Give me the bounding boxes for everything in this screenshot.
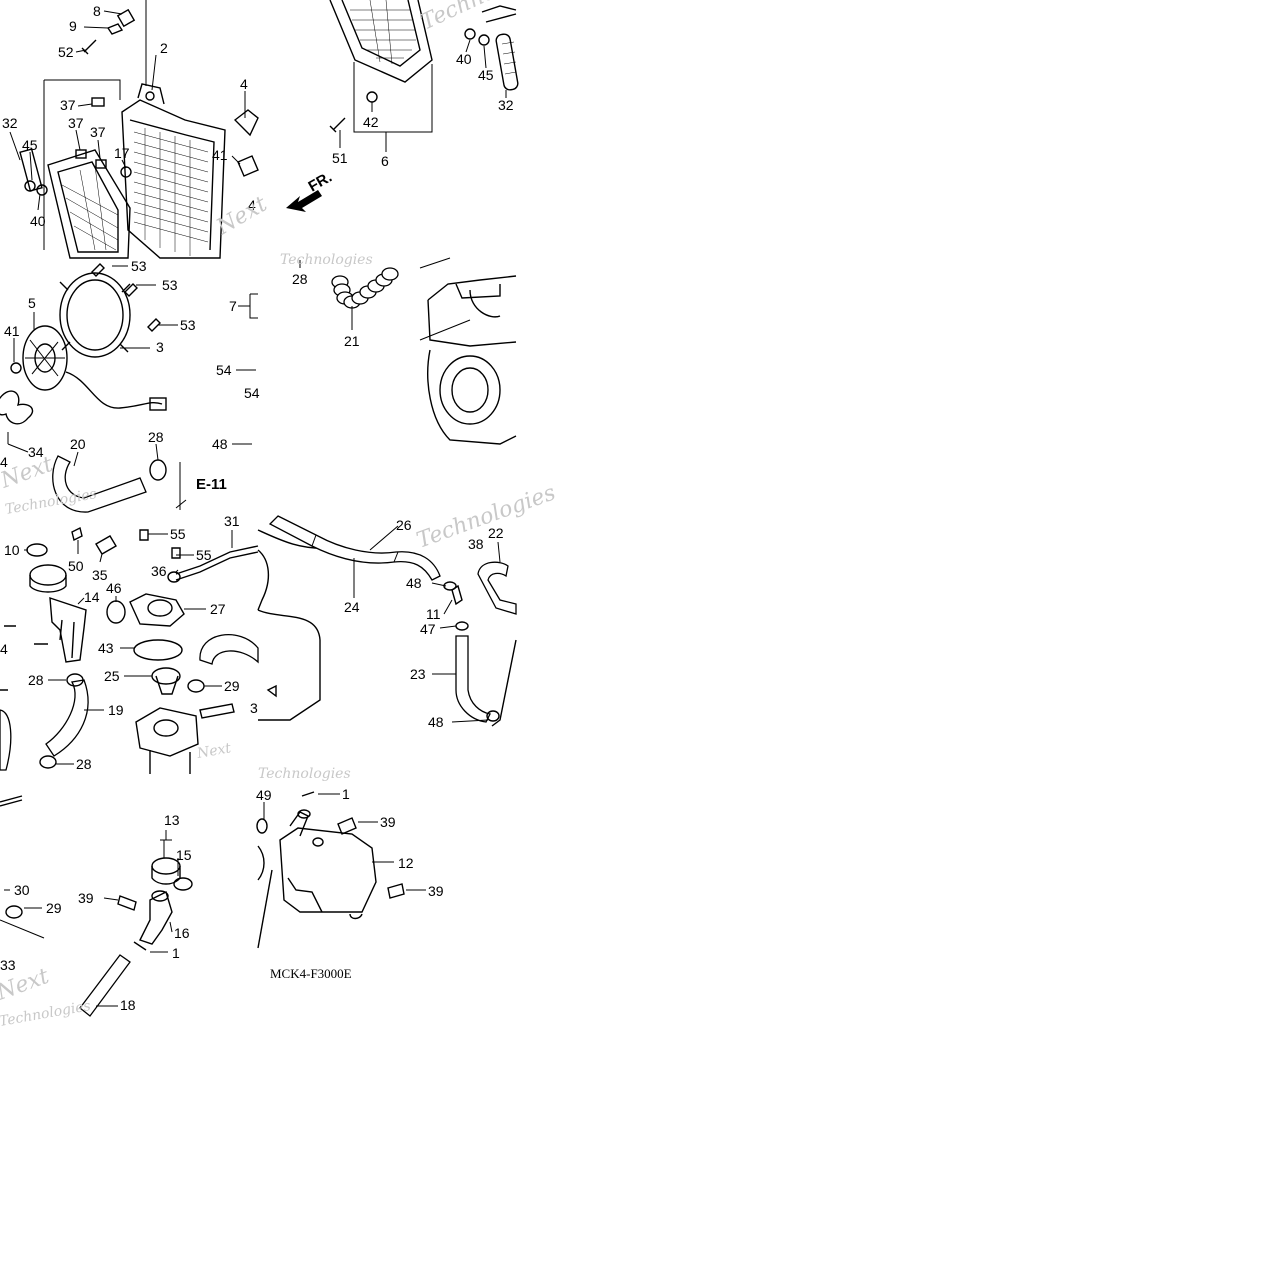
callout-55: 55 bbox=[170, 526, 186, 542]
callout-32: 32 bbox=[2, 115, 18, 131]
callout-39: 39 bbox=[428, 883, 444, 899]
front-direction-label: FR. bbox=[306, 169, 335, 196]
callout-28: 28 bbox=[292, 271, 308, 287]
callout-4: 4 bbox=[0, 454, 8, 470]
callout-22: 22 bbox=[488, 525, 504, 541]
watermark: Next bbox=[195, 740, 233, 762]
callout-6: 6 bbox=[381, 153, 389, 169]
diagram-code: MCK4-F3000E bbox=[270, 966, 352, 981]
callout-10: 10 bbox=[4, 542, 20, 558]
callout-51: 51 bbox=[332, 150, 348, 166]
callout-30: 30 bbox=[14, 882, 30, 898]
callout-11: 11 bbox=[426, 606, 441, 622]
callout-1: 1 bbox=[342, 786, 350, 802]
callout-7: 7 bbox=[229, 298, 237, 314]
radiator-assembly: 8 9 52 2 4 37 37 37 32 45 40 17 41 4 Nex… bbox=[2, 0, 272, 259]
callout-41: 41 bbox=[4, 323, 20, 339]
callout-32: 32 bbox=[498, 97, 514, 113]
callout-13: 13 bbox=[164, 812, 180, 828]
callout-8: 8 bbox=[93, 3, 101, 19]
callout-14: 14 bbox=[84, 589, 100, 605]
watermark: Technologies bbox=[280, 252, 373, 268]
watermark: Next bbox=[0, 452, 56, 494]
callout-9: 9 bbox=[69, 18, 77, 34]
callout-43: 43 bbox=[98, 640, 114, 656]
callout-47: 47 bbox=[420, 621, 436, 637]
callout-36: 36 bbox=[151, 563, 167, 579]
filler-neck-assembly: 13 15 30 29 39 16 1 33 18 Next Technolog… bbox=[0, 795, 193, 1030]
callout-25: 25 bbox=[104, 668, 120, 684]
callout-23: 23 bbox=[410, 666, 426, 682]
callout-4: 4 bbox=[248, 197, 256, 213]
engine-overflow-hose: 28 21 Technologies bbox=[280, 252, 517, 445]
callout-18: 18 bbox=[120, 997, 136, 1013]
callout-33: 33 bbox=[0, 957, 16, 973]
callout-17: 17 bbox=[114, 145, 130, 161]
callout-37: 37 bbox=[90, 124, 106, 140]
reserve-tank-assembly: 49 1 39 12 39 MCK4-F3000E Technologies bbox=[256, 766, 444, 981]
callout-31: 31 bbox=[224, 513, 240, 529]
callout-50: 50 bbox=[68, 558, 84, 574]
callout-42: 42 bbox=[363, 114, 379, 130]
callout-48: 48 bbox=[406, 575, 422, 591]
watermark: Next bbox=[212, 192, 272, 241]
radiator-shroud: FR. 40 45 32 42 51 6 Technologies bbox=[286, 0, 560, 212]
callout-48: 48 bbox=[212, 436, 228, 452]
callout-54: 54 bbox=[216, 362, 232, 378]
callout-3: 3 bbox=[250, 700, 258, 716]
callout-20: 20 bbox=[70, 436, 86, 452]
reference-box-label: E-11 bbox=[196, 476, 227, 493]
thermostat-assembly: 10 50 35 55 55 31 36 46 14 27 43 4 25 28… bbox=[0, 513, 259, 774]
callout-28: 28 bbox=[148, 429, 164, 445]
callout-2: 2 bbox=[160, 40, 168, 56]
callout-37: 37 bbox=[60, 97, 76, 113]
callout-1: 1 bbox=[172, 945, 180, 961]
callout-27: 27 bbox=[210, 601, 226, 617]
callout-45: 45 bbox=[478, 67, 494, 83]
callout-28: 28 bbox=[76, 756, 92, 772]
callout-4: 4 bbox=[0, 641, 8, 657]
watermark: Technologies bbox=[258, 766, 351, 782]
callout-53: 53 bbox=[180, 317, 196, 333]
watermark: Technologies bbox=[0, 998, 92, 1030]
callout-12: 12 bbox=[398, 855, 414, 871]
callout-49: 49 bbox=[256, 787, 272, 803]
callout-46: 46 bbox=[106, 580, 122, 596]
callout-53: 53 bbox=[131, 258, 147, 274]
callout-40: 40 bbox=[30, 213, 46, 229]
callout-39: 39 bbox=[78, 890, 94, 906]
callout-26: 26 bbox=[396, 517, 412, 533]
callout-41: 41 bbox=[212, 147, 228, 163]
callout-3: 3 bbox=[156, 339, 164, 355]
callout-28: 28 bbox=[28, 672, 44, 688]
callout-35: 35 bbox=[92, 567, 108, 583]
callout-19: 19 bbox=[108, 702, 124, 718]
callout-45: 45 bbox=[22, 137, 38, 153]
callout-40: 40 bbox=[456, 51, 472, 67]
callout-48: 48 bbox=[428, 714, 444, 730]
watermark: Technologies bbox=[4, 486, 98, 518]
coolant-hoses: 26 22 38 48 24 11 47 23 48 Technologies bbox=[257, 480, 559, 730]
cooling-fan-assembly: E-11 53 53 53 5 3 41 34 4 20 28 7 54 54 bbox=[0, 258, 260, 518]
callout-34: 34 bbox=[28, 444, 44, 460]
watermark: Technologies bbox=[417, 0, 560, 35]
callout-5: 5 bbox=[28, 295, 36, 311]
callout-55: 55 bbox=[196, 547, 212, 563]
callout-37: 37 bbox=[68, 115, 84, 131]
callout-29: 29 bbox=[46, 900, 62, 916]
callout-21: 21 bbox=[344, 333, 360, 349]
callout-39: 39 bbox=[380, 814, 396, 830]
watermark: Technologies bbox=[414, 480, 559, 553]
callout-53: 53 bbox=[162, 277, 178, 293]
callout-4: 4 bbox=[240, 76, 248, 92]
callout-16: 16 bbox=[174, 925, 190, 941]
callout-54: 54 bbox=[244, 385, 260, 401]
callout-24: 24 bbox=[344, 599, 360, 615]
callout-29: 29 bbox=[224, 678, 240, 694]
callout-52: 52 bbox=[58, 44, 74, 60]
callout-38: 38 bbox=[468, 536, 484, 552]
callout-15: 15 bbox=[176, 847, 192, 863]
